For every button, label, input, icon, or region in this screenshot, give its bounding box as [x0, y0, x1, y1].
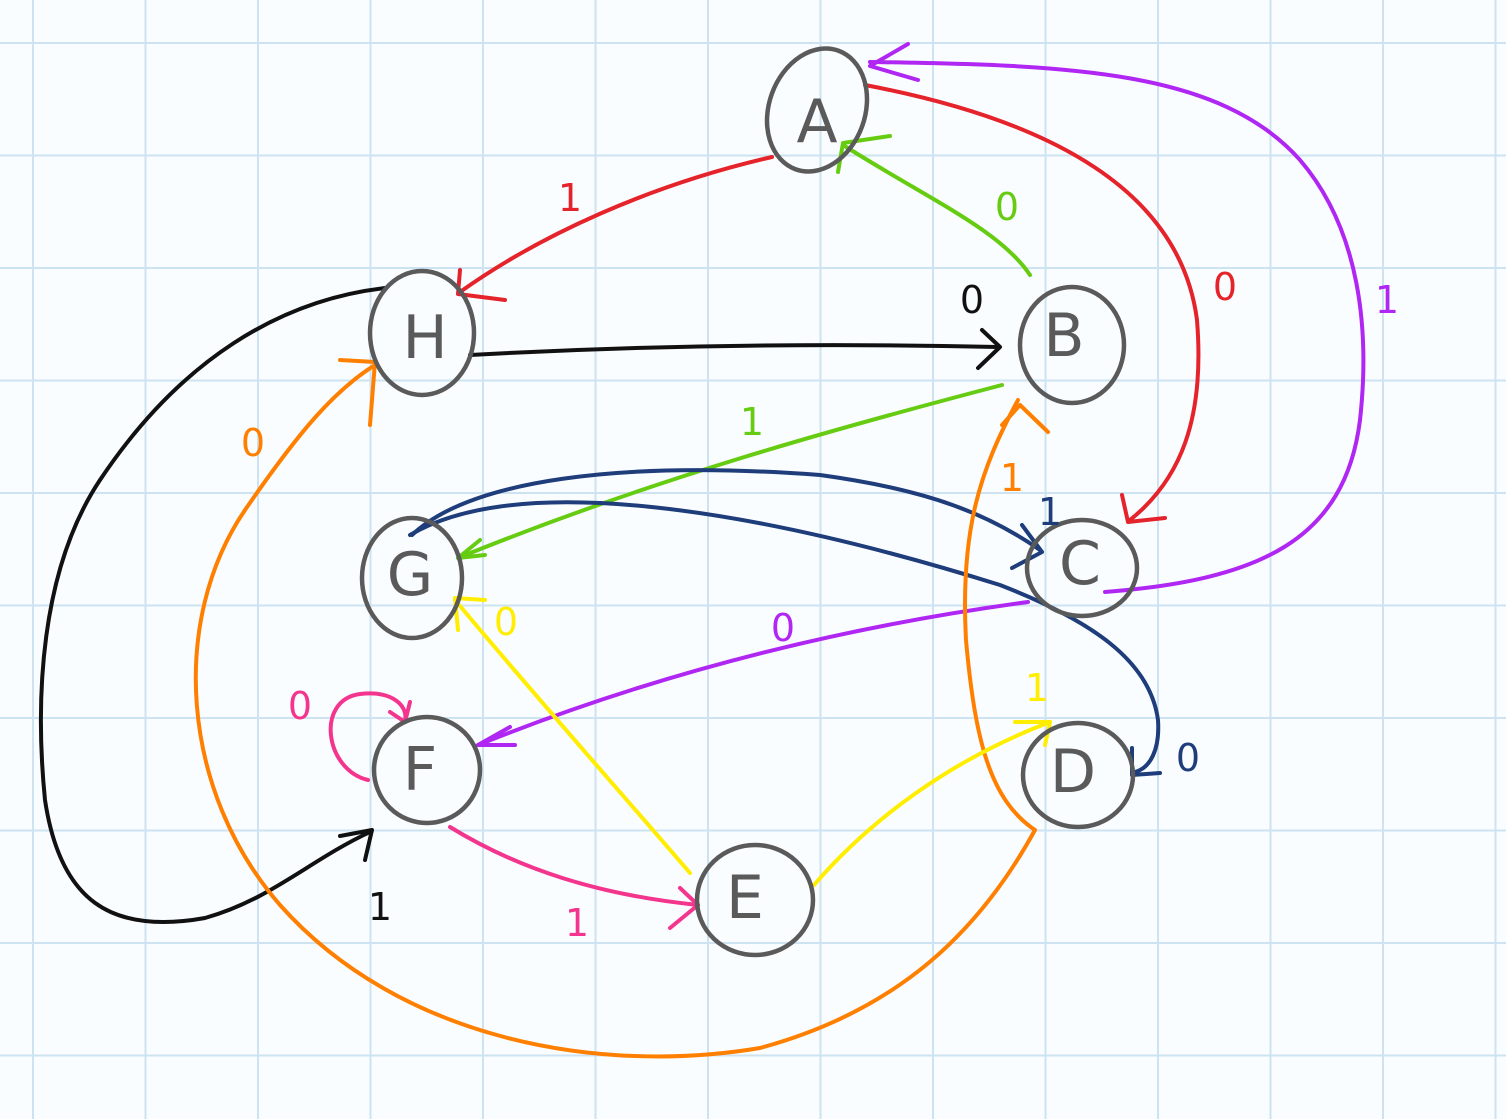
edge-e-d [812, 720, 1052, 887]
edge-f-f [328, 691, 412, 782]
edge-d-b [962, 398, 1050, 832]
node-b: B [1017, 284, 1127, 406]
edge-label-a-c: 0 [1213, 265, 1237, 309]
edge-label-d-h: 0 [241, 421, 265, 465]
edge-label-h-f: 1 [368, 885, 392, 929]
edge-a-c [863, 83, 1201, 524]
edge-b-a [836, 134, 1032, 277]
edge-d-h [193, 358, 1037, 1059]
edge-label-c-f: 0 [771, 606, 795, 650]
node-label: A [796, 87, 837, 157]
edge-c-f [476, 600, 1030, 747]
edge-label-b-g: 1 [740, 400, 764, 444]
edge-label-d-b: 1 [1000, 456, 1024, 500]
edge-h-f [38, 286, 387, 925]
edge-a-h [456, 155, 774, 302]
edge-label-b-a: 0 [995, 185, 1019, 229]
node-label: F [403, 735, 438, 805]
edge-label-e-d: 1 [1025, 666, 1049, 710]
edge-label-a-h: 1 [558, 176, 582, 220]
node-label: G [387, 540, 434, 610]
node-f: F [371, 714, 483, 826]
edge-label-e-g: 0 [494, 600, 518, 644]
edge-g-c [410, 468, 1044, 570]
node-label: E [726, 863, 764, 933]
node-a: A [764, 46, 870, 174]
node-e: E [694, 842, 816, 958]
edge-label-f-e: 1 [565, 901, 589, 945]
edge-label-h-b: 0 [960, 278, 984, 322]
node-c: C [1024, 517, 1140, 619]
node-label: B [1043, 301, 1084, 371]
node-label: H [402, 303, 447, 373]
node-g: G [359, 515, 465, 641]
node-label: D [1050, 737, 1096, 807]
edge-c-a [868, 42, 1366, 594]
edge-e-g [453, 596, 692, 875]
edge-label-c-a: 1 [1375, 278, 1399, 322]
node-d: D [1020, 720, 1136, 830]
node-label: C [1059, 529, 1101, 599]
edge-label-g-c: 1 [1038, 490, 1062, 534]
edge-label-f-f: 0 [288, 684, 312, 728]
edge-h-b [468, 328, 1002, 370]
edge-label-g-d: 0 [1176, 736, 1200, 780]
node-h: H [367, 268, 477, 398]
